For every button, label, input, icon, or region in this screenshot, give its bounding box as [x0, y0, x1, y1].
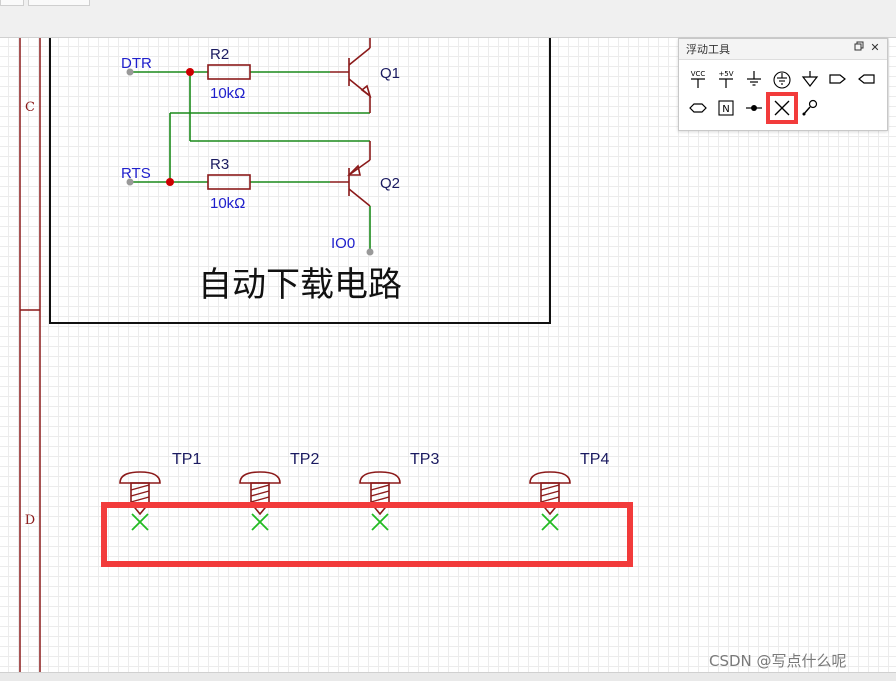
resistor-ref-r3: R3	[210, 156, 229, 173]
frame-row-label-c: C	[25, 100, 35, 115]
floating-toolbar-title: 浮动工具	[686, 43, 730, 56]
resistor-ref-r2: R2	[210, 46, 229, 63]
resistor-r2[interactable]	[207, 64, 251, 80]
net-label-io0: IO0	[331, 235, 355, 252]
resistor-r3[interactable]	[207, 174, 251, 190]
svg-text:+5V: +5V	[718, 70, 733, 78]
watermark: CSDN @写点什么呢	[709, 652, 847, 670]
ground-icon[interactable]	[743, 68, 765, 90]
net-pin-io0[interactable]	[366, 248, 374, 256]
net-label-icon[interactable]: N	[715, 97, 737, 119]
net-port-left-icon[interactable]	[855, 68, 877, 90]
probe-icon[interactable]	[799, 97, 821, 119]
no-connect-flag-icon[interactable]	[766, 92, 798, 124]
wire-junction-icon[interactable]	[743, 97, 765, 119]
test-point-tp2[interactable]: TP2	[239, 451, 319, 531]
test-point-label: TP4	[580, 451, 609, 468]
bottom-scrollbar[interactable]	[0, 672, 896, 681]
schematic-canvas[interactable]: C D	[0, 38, 896, 672]
transistor-ref-q1: Q1	[380, 65, 400, 82]
net-port-both-icon[interactable]	[687, 97, 709, 119]
restore-icon[interactable]	[852, 41, 866, 55]
test-point-label: TP2	[290, 451, 319, 468]
circuit-title: 自动下载电路	[198, 265, 402, 305]
test-point-tp3[interactable]: TP3	[359, 451, 439, 531]
floating-toolbar-header[interactable]: 浮动工具 ✕	[679, 39, 887, 60]
vcc-power-icon[interactable]: VCC	[687, 68, 709, 90]
svg-text:VCC: VCC	[691, 70, 706, 78]
test-point-label: TP3	[410, 451, 439, 468]
net-pin-rts[interactable]	[126, 178, 134, 186]
floating-toolbar: 浮动工具 ✕ VCC +5V	[678, 38, 888, 131]
frame-row-label-d: D	[25, 513, 35, 528]
net-pin-dtr[interactable]	[126, 68, 134, 76]
transistor-ref-q2: Q2	[380, 175, 400, 192]
signal-ground-icon[interactable]	[799, 68, 821, 90]
wire-junction	[186, 68, 194, 76]
test-point-tp1[interactable]: TP1	[119, 451, 201, 531]
net-label-rts: RTS	[121, 165, 151, 182]
net-port-right-icon[interactable]	[827, 68, 849, 90]
wires	[130, 71, 371, 252]
transistor-q1[interactable]	[330, 38, 372, 113]
resistor-value-r2: 10kΩ	[210, 85, 245, 102]
test-point-tp4[interactable]: TP4	[529, 451, 609, 531]
plus5v-power-icon[interactable]: +5V	[715, 68, 737, 90]
tab-stub[interactable]	[28, 0, 90, 6]
test-point-label: TP1	[172, 451, 201, 468]
net-label-dtr: DTR	[121, 55, 152, 72]
svg-text:N: N	[722, 104, 729, 115]
resistor-value-r3: 10kΩ	[210, 195, 245, 212]
circuit-box	[49, 38, 551, 324]
earth-ground-icon[interactable]	[771, 68, 793, 90]
close-icon[interactable]: ✕	[870, 41, 880, 54]
wire-junction	[166, 178, 174, 186]
top-toolbar	[0, 0, 896, 38]
highlight-box	[101, 502, 633, 567]
transistor-q2[interactable]	[330, 141, 371, 207]
schematic-drawing: C D	[19, 38, 633, 672]
tab-stub[interactable]	[0, 0, 24, 6]
